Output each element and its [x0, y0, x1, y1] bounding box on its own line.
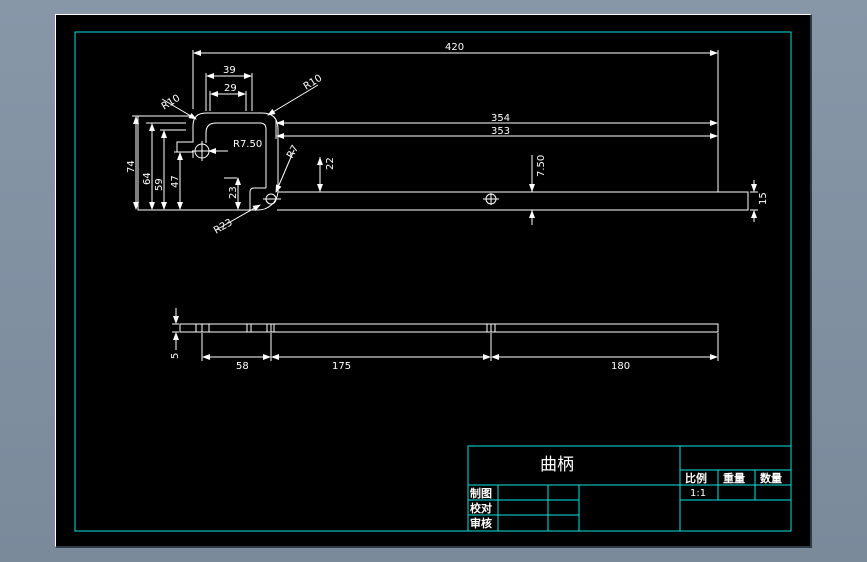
- dim-180: 180: [611, 361, 630, 372]
- drawing-border: [74, 31, 792, 532]
- dim-r10-right: R10: [302, 73, 325, 93]
- row-approved: 审核: [470, 516, 492, 530]
- crank-drawing: 420 39 29 354 353 R7.50 R10 R10 R7 22 7.…: [74, 31, 792, 532]
- scale-value: 1:1: [690, 488, 706, 499]
- dim-59: 59: [154, 178, 165, 191]
- dim-47: 47: [170, 175, 181, 188]
- dim-175: 175: [332, 361, 351, 372]
- top-view: 58 175 180 5: [170, 308, 719, 372]
- dim-15: 15: [758, 192, 769, 205]
- dim-39: 39: [223, 65, 236, 76]
- dim-74: 74: [126, 160, 137, 173]
- dim-23: 23: [228, 186, 239, 199]
- crank-inner-edge: [205, 122, 267, 210]
- header-qty: 数量: [760, 471, 782, 485]
- dim-58: 58: [236, 361, 249, 372]
- row-drawn: 制图: [470, 486, 492, 500]
- dim-353: 353: [491, 126, 510, 137]
- dim-5: 5: [170, 353, 181, 359]
- dim-r23: R23: [212, 217, 235, 236]
- dim-420: 420: [445, 42, 464, 53]
- row-checked: 校对: [470, 501, 492, 515]
- dim-64: 64: [142, 172, 153, 185]
- title-block: 曲柄 比例 重量 数量 1:1 制图 校对 审核: [467, 445, 792, 532]
- dim-r7: R7: [285, 143, 301, 160]
- dim-22: 22: [325, 157, 336, 170]
- dim-r10-left: R10: [160, 93, 183, 113]
- dim-29: 29: [224, 83, 237, 94]
- front-view: 420 39 29 354 353 R7.50 R10 R10 R7 22 7.…: [126, 42, 769, 237]
- dim-7-50: 7.50: [536, 155, 547, 177]
- dim-r7-50: R7.50: [233, 139, 262, 150]
- header-scale: 比例: [685, 471, 707, 485]
- dim-354: 354: [491, 113, 510, 124]
- header-weight: 重量: [723, 471, 745, 485]
- part-name: 曲柄: [540, 455, 574, 475]
- drawing-sheet[interactable]: 420 39 29 354 353 R7.50 R10 R10 R7 22 7.…: [55, 14, 812, 548]
- bar-plan-outline: [179, 323, 719, 333]
